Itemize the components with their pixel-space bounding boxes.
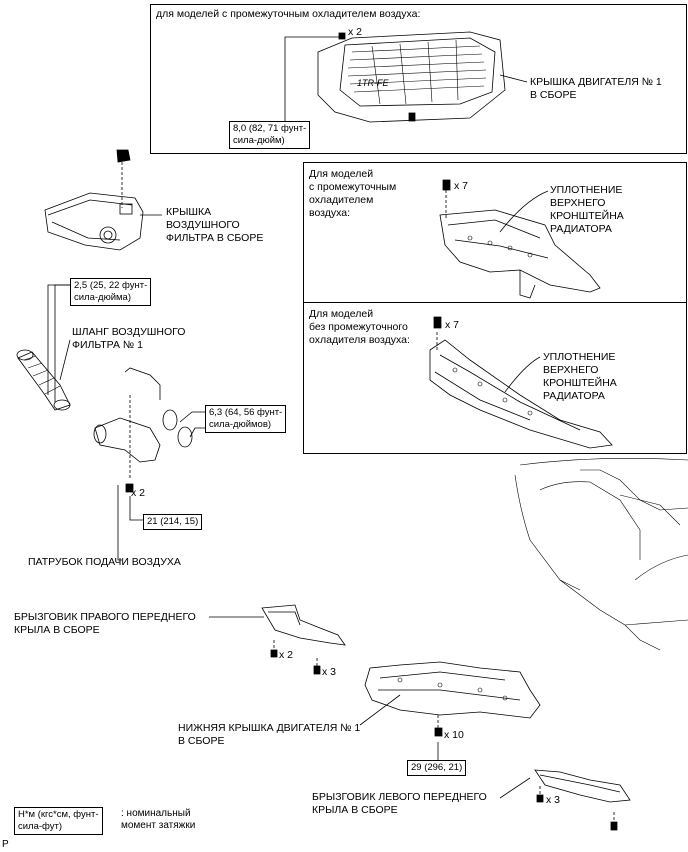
engine-cover-label: КРЫШКА ДВИГАТЕЛЯ № 1 В СБОРЕ	[530, 76, 662, 101]
legend-description: : номинальный момент затяжки	[121, 808, 196, 831]
pipe-clamp-torque: 6,3 (64, 56 фунт- сила-дюймов)	[205, 405, 287, 433]
rh-bolt-count-a: x 2	[279, 649, 294, 661]
air-filter-hose-drawing	[16, 349, 71, 411]
air-filter-cover-label: КРЫШКА ВОЗДУШНОГО ФИЛЬТРА В СБОРЕ	[166, 206, 264, 244]
engine-cover-torque: 8,0 (82, 71 фунт- сила-дюйм)	[229, 121, 311, 149]
engine-cover-nut-count: x 2	[348, 26, 363, 38]
rh-bolt-count-b: x 3	[322, 666, 337, 678]
radiator-seal-1-drawing	[439, 179, 601, 299]
lower-cover-bolt-count: x 10	[444, 729, 464, 741]
seal1-clip-count: x 7	[454, 180, 469, 192]
rh-splash-shield-label: БРЫЗГОВИК ПРАВОГО ПЕРЕДНЕГО КРЫЛА В СБОР…	[14, 611, 196, 636]
intake-pipe-label: ПАТРУБОК ПОДАЧИ ВОЗДУХА	[28, 556, 181, 568]
lower-engine-cover-drawing	[364, 661, 541, 737]
corner-mark: P	[2, 839, 9, 850]
lh-bolt-count: x 3	[546, 794, 561, 806]
with-intercooler-title: Для моделей с промежуточным охладителем …	[309, 168, 397, 219]
radiator-seal-2-drawing	[429, 316, 613, 449]
engine-cover-drawing	[317, 31, 506, 123]
lh-splash-shield-drawing	[534, 769, 631, 831]
lh-splash-shield-label: БРЫЗГОВИК ЛЕВОГО ПЕРЕДНЕГО КРЫЛА В СБОРЕ	[312, 791, 487, 816]
vehicle-front-outline	[514, 458, 688, 651]
lower-engine-cover-label: НИЖНЯЯ КРЫШКА ДВИГАТЕЛЯ № 1 В СБОРЕ	[178, 722, 361, 747]
without-intercooler-title: Для моделей без промежуточного охладител…	[309, 308, 410, 346]
engine-branding: 1TR-FE	[357, 78, 389, 88]
legend-unit: Н*м (кгс*см, фунт- сила-фут)	[14, 807, 103, 835]
hose-clamp-torque: 2,5 (25, 22 фунт- сила-дюйма)	[70, 278, 152, 306]
air-filter-hose-label: ШЛАНГ ВОЗДУШНОГО ФИЛЬТРА № 1	[72, 326, 186, 351]
intake-pipe-drawing	[93, 367, 193, 493]
lower-cover-torque: 29 (296, 21)	[407, 760, 467, 776]
radiator-seal-1-label: УПЛОТНЕНИЕ ВЕРХНЕГО КРОНШТЕЙНА РАДИАТОРА	[550, 184, 624, 235]
pipe-bolt-torque: 21 (214, 15)	[143, 514, 203, 530]
pipe-bolt-count: x 2	[131, 487, 146, 499]
intercooler-cover-title: для моделей с промежуточным охладителем …	[156, 8, 421, 20]
rh-splash-shield-drawing	[261, 604, 346, 675]
radiator-seal-2-label: УПЛОТНЕНИЕ ВЕРХНЕГО КРОНШТЕЙНА РАДИАТОРА	[543, 351, 617, 402]
air-filter-cover-drawing	[44, 149, 144, 251]
seal2-clip-count: x 7	[445, 319, 460, 331]
